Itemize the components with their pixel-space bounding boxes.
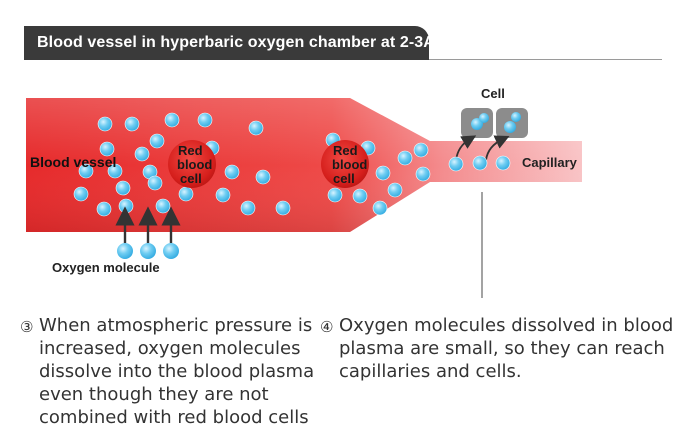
oxygen-molecule <box>118 198 134 214</box>
red-blood-cell-shape <box>168 140 216 188</box>
oxygen-molecule <box>413 142 429 158</box>
oxygen-molecule <box>224 164 240 180</box>
diagram-title: Blood vessel in hyperbaric oxygen chambe… <box>37 34 455 51</box>
oxygen-molecule <box>117 243 133 259</box>
oxygen-molecule <box>327 187 343 203</box>
caption-number: ④ <box>320 318 334 336</box>
oxygen-molecule <box>140 243 156 259</box>
oxygen-molecule <box>115 180 131 196</box>
oxygen-molecule <box>78 163 94 179</box>
red-blood-cell-label-line3: cell <box>333 171 355 186</box>
red-blood-cell-shape <box>321 140 369 188</box>
oxygen-molecule <box>155 198 171 214</box>
blood-vessel-label: Blood vessel <box>30 154 116 170</box>
red-blood-cell: Red blood cell <box>168 140 216 188</box>
red-blood-cell-label-line3: cell <box>180 171 202 186</box>
oxygen-molecule <box>164 112 180 128</box>
oxygen-inflow <box>115 206 181 259</box>
oxygen-molecule <box>73 186 89 202</box>
oxygen-molecule <box>472 155 488 171</box>
oxygen-molecule <box>415 166 431 182</box>
oxygen-molecule <box>352 188 368 204</box>
oxygen-molecule <box>163 243 179 259</box>
caption-step-4: ④ Oxygen molecules dissolved in blood pl… <box>320 314 680 383</box>
oxygen-molecule <box>387 182 403 198</box>
oxygen-molecule <box>147 175 163 191</box>
caption-text: When atmospheric pressure is increased, … <box>39 315 315 428</box>
capillary-label: Capillary <box>522 155 578 170</box>
oxygen-molecule <box>255 169 271 185</box>
oxygen-molecule <box>99 141 115 157</box>
oxygen-molecule <box>397 150 413 166</box>
caption-number: ③ <box>20 318 34 336</box>
blood-vessel-shading <box>26 98 582 232</box>
cell-group <box>461 108 528 138</box>
title-rule <box>429 59 662 60</box>
oxygen-molecule <box>504 121 516 133</box>
oxygen-molecule <box>240 200 256 216</box>
oxygen-molecule <box>97 116 113 132</box>
caption-text: Oxygen molecules dissolved in blood plas… <box>339 315 674 382</box>
oxygen-molecule <box>178 186 194 202</box>
oxygen-molecule <box>375 165 391 181</box>
oxygen-molecule <box>479 113 489 123</box>
red-blood-cell-label-line2: blood <box>177 157 212 172</box>
oxygen-molecule <box>511 112 521 122</box>
oxygen-molecule <box>96 201 112 217</box>
red-blood-cell-label-line2: blood <box>332 157 367 172</box>
oxygen-molecules <box>73 112 511 217</box>
oxygen-molecule <box>248 120 264 136</box>
red-blood-cell-label-line1: Red <box>178 143 203 158</box>
oxygen-molecule <box>275 200 291 216</box>
oxygen-molecule <box>448 156 464 172</box>
oxygen-molecule <box>124 116 140 132</box>
cell-label: Cell <box>481 86 505 101</box>
oxygen-molecule <box>107 163 123 179</box>
oxygen-molecule <box>372 200 388 216</box>
caption-step-3: ③ When atmospheric pressure is increased… <box>20 314 320 429</box>
oxygen-molecule <box>197 112 213 128</box>
arrow-to-cell <box>485 135 510 161</box>
red-blood-cell: Red blood cell <box>321 140 369 188</box>
oxygen-molecule <box>215 187 231 203</box>
oxygen-molecule <box>149 133 165 149</box>
red-blood-cell-label-line1: Red <box>333 143 358 158</box>
oxygen-molecule <box>134 146 150 162</box>
oxygen-molecule <box>495 155 511 171</box>
title-bar: Blood vessel in hyperbaric oxygen chambe… <box>24 26 454 60</box>
oxygen-molecule-label: Oxygen molecule <box>52 260 160 275</box>
